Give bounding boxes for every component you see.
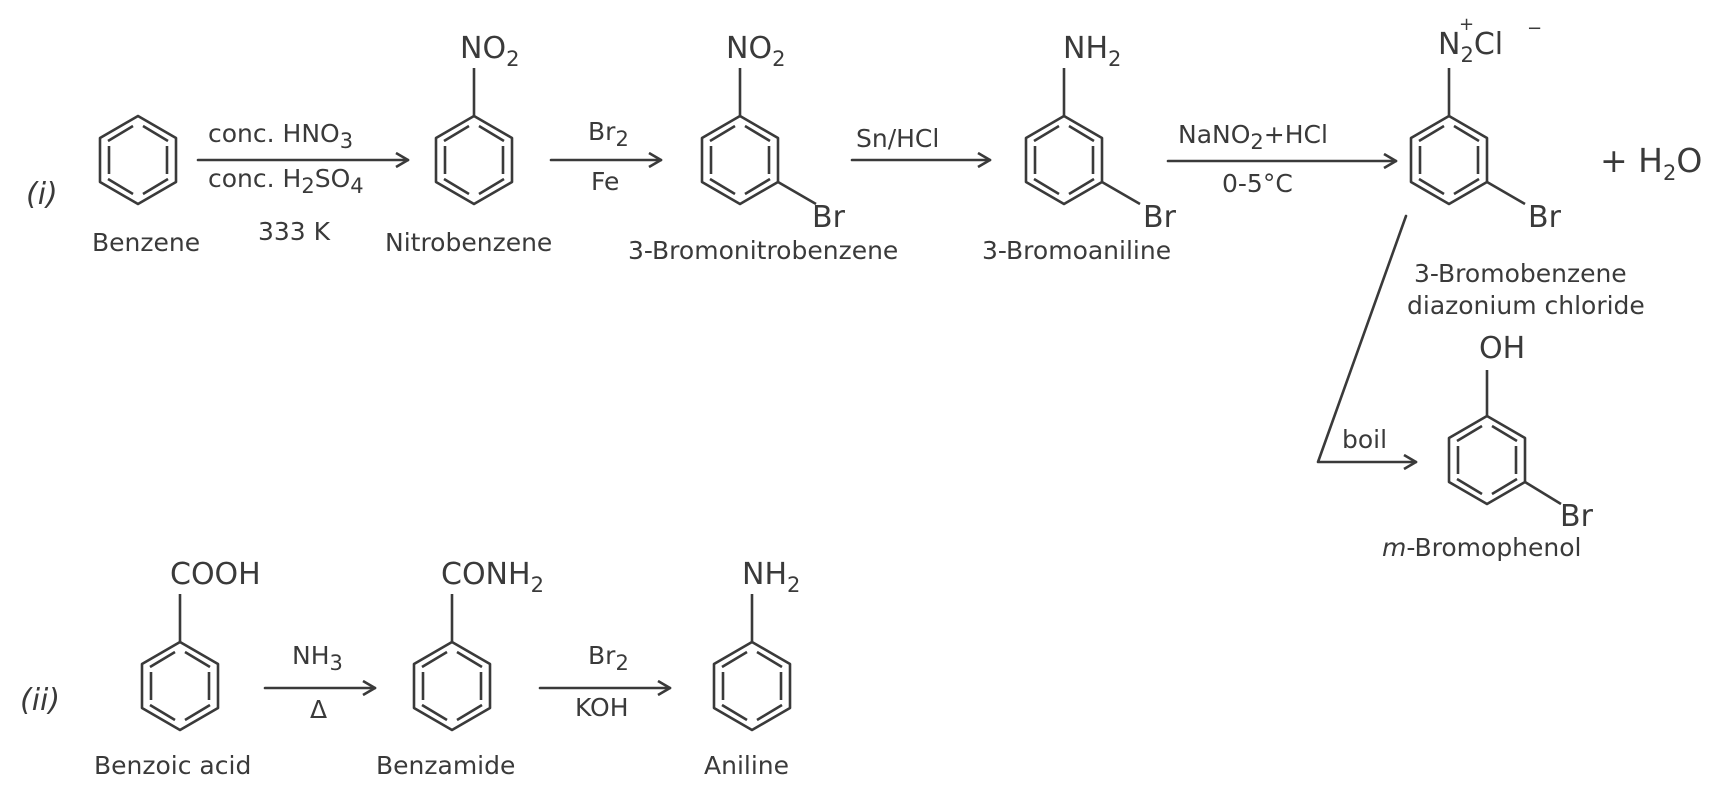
condition-333k: 333 K [258, 217, 331, 246]
amino-group-2: NH2 [742, 557, 800, 597]
reagent-fe: Fe [591, 167, 619, 196]
reagent-koh: KOH [575, 693, 629, 722]
reagent-conc-h2so4: conc. H2SO4 [208, 164, 364, 198]
carboxyl-group: COOH [170, 557, 261, 592]
reagent-br2-1: Br2 [588, 117, 629, 151]
benzene-label: Benzene [92, 228, 200, 257]
nitro-group-2: NO2 [726, 31, 785, 71]
diazonium-label-line1: 3-Bromobenzene [1414, 259, 1627, 288]
reagent-sn-hcl: Sn/HCl [856, 124, 939, 153]
reagent-nano2-hcl: NaNO2+HCl [1178, 120, 1328, 154]
bromonitrobenzene-label: 3-Bromonitrobenzene [628, 236, 898, 265]
scheme-i-label: (i) [26, 177, 58, 212]
nitro-group-1: NO2 [460, 31, 519, 71]
condition-0-5c: 0-5°C [1222, 169, 1293, 198]
nitrobenzene-label: Nitrobenzene [385, 228, 552, 257]
bromophenol-ring [1447, 414, 1527, 506]
bromophenol-label: m-Bromophenol [1382, 533, 1582, 562]
bromoaniline-ring [1024, 114, 1104, 206]
aniline-ring [712, 640, 792, 732]
reagent-nh3: NH3 [292, 641, 343, 675]
benzamide-ring [412, 640, 492, 732]
aniline-label: Aniline [704, 751, 789, 780]
reagent-br2-2: Br2 [588, 641, 629, 675]
bromo-4: Br [1560, 499, 1594, 534]
bromo-2: Br [1143, 200, 1177, 235]
benzamide-label: Benzamide [376, 751, 515, 780]
reagent-conc-hno3: conc. HNO3 [208, 119, 353, 153]
diazonium-ring [1409, 114, 1489, 206]
reagent-boil: boil [1342, 425, 1387, 454]
bromoaniline-label: 3-Bromoaniline [982, 236, 1171, 265]
hydroxy-group: OH [1479, 331, 1525, 366]
scheme-ii-label: (ii) [20, 683, 60, 718]
amino-group-1: NH2 [1063, 31, 1121, 71]
benzoic-acid-ring [140, 640, 220, 732]
condition-heat: Δ [310, 695, 327, 724]
benzene-ring [98, 114, 178, 206]
nitrobenzene-ring [434, 114, 514, 206]
diazonium-label-line2: diazonium chloride [1407, 291, 1645, 320]
benzoic-acid-label: Benzoic acid [94, 751, 251, 780]
bromo-3: Br [1528, 200, 1562, 235]
bromo-1: Br [812, 200, 846, 235]
arrow-boil [1316, 214, 1418, 462]
diazonium-group: N2Cl [1438, 27, 1503, 67]
water-byproduct: + H2O [1600, 141, 1702, 185]
minus-charge: − [1527, 18, 1542, 39]
amide-group: CONH2 [441, 557, 544, 597]
plus-charge: + [1459, 14, 1474, 35]
bromonitrobenzene-ring [700, 114, 780, 206]
